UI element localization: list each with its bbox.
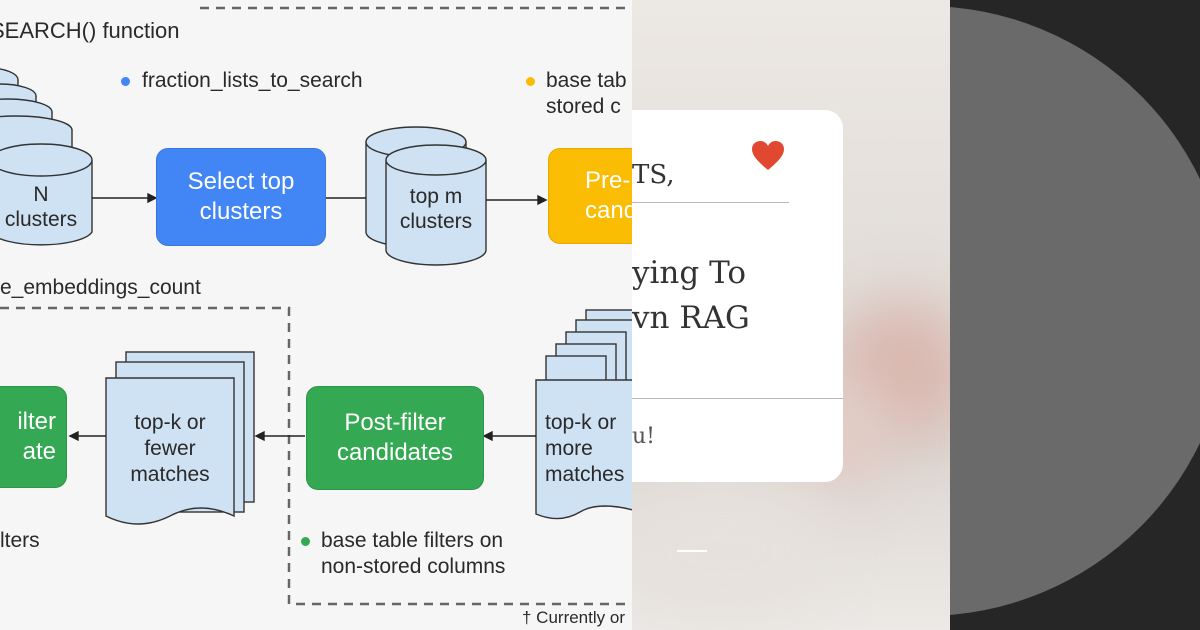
param-base-table-line1: base tab (546, 69, 627, 92)
top-m-label-line2: clusters (399, 210, 473, 233)
yellow-bullet (526, 77, 535, 86)
param-base-table-line2: stored c (546, 95, 621, 118)
pre-filter-line2: candi (585, 197, 632, 224)
diagram-graphics (0, 6, 632, 606)
inner-dashed-border (0, 306, 632, 606)
card-divider-bottom (632, 398, 843, 399)
heart-icon[interactable] (751, 140, 785, 172)
card-title-line1: ying To (632, 255, 747, 291)
post-filter-box: Post-filter candidates (306, 386, 484, 490)
select-top-clusters-box: Select top clusters (156, 148, 326, 246)
select-top-line2: clusters (199, 198, 283, 225)
diagram-title: SEARCH() function (0, 18, 180, 43)
gray-disc (950, 6, 1200, 616)
green-bullet (301, 537, 310, 546)
pre-filter-box: Pre- candi (548, 148, 632, 244)
pre-filter-line1: Pre- (585, 167, 631, 194)
base-filters-line2: non-stored columns (321, 555, 506, 578)
topk-fewer-line2: fewer (144, 437, 196, 460)
top-m-label-line1: top m (409, 185, 463, 208)
card-panel: TS, ying To vn RAG u! (632, 0, 950, 630)
select-top-line1: Select top (187, 168, 295, 195)
page-indicator (677, 550, 707, 552)
filter-line2: ate (22, 438, 56, 465)
blur-blob (632, 480, 832, 620)
topk-more-line2: more (545, 437, 593, 460)
topk-fewer-line1: top-k or (134, 411, 206, 434)
filter-line1: ilter (17, 408, 56, 435)
topk-more-pages (535, 309, 632, 520)
n-clusters-cylinders (0, 68, 93, 246)
topk-fewer-line3: matches (130, 463, 210, 486)
card-footer-text: u! (632, 424, 656, 449)
post-filter-line1: Post-filter (344, 409, 446, 436)
footnote: † Currently or (522, 608, 625, 627)
n-clusters-label-line1: N (33, 183, 49, 206)
flow-arrows (68, 192, 548, 442)
embeddings-count-param: e_embeddings_count (0, 276, 201, 299)
card-heading: TS, (632, 160, 675, 190)
post-filter-line2: candidates (336, 439, 454, 466)
diagram-panel: SEARCH() function fraction_lists_to_sear… (0, 0, 632, 630)
filter-box: ilter ate (0, 386, 67, 488)
n-clusters-label-line2: clusters (4, 208, 78, 231)
dark-panel (950, 0, 1200, 630)
article-card[interactable]: TS, ying To vn RAG u! (632, 110, 843, 482)
topk-more-line1: top-k or (545, 411, 617, 434)
param-fraction-lists: fraction_lists_to_search (142, 69, 363, 92)
filters-label: lters (0, 529, 40, 552)
card-title-line2: vn RAG (632, 300, 750, 336)
top-m-cylinders (365, 126, 487, 266)
card-divider-top (632, 202, 789, 203)
base-filters-line1: base table filters on (321, 529, 504, 552)
topk-fewer-pages (105, 351, 255, 525)
blue-bullet (121, 77, 130, 86)
topk-more-line3: matches (545, 463, 625, 486)
